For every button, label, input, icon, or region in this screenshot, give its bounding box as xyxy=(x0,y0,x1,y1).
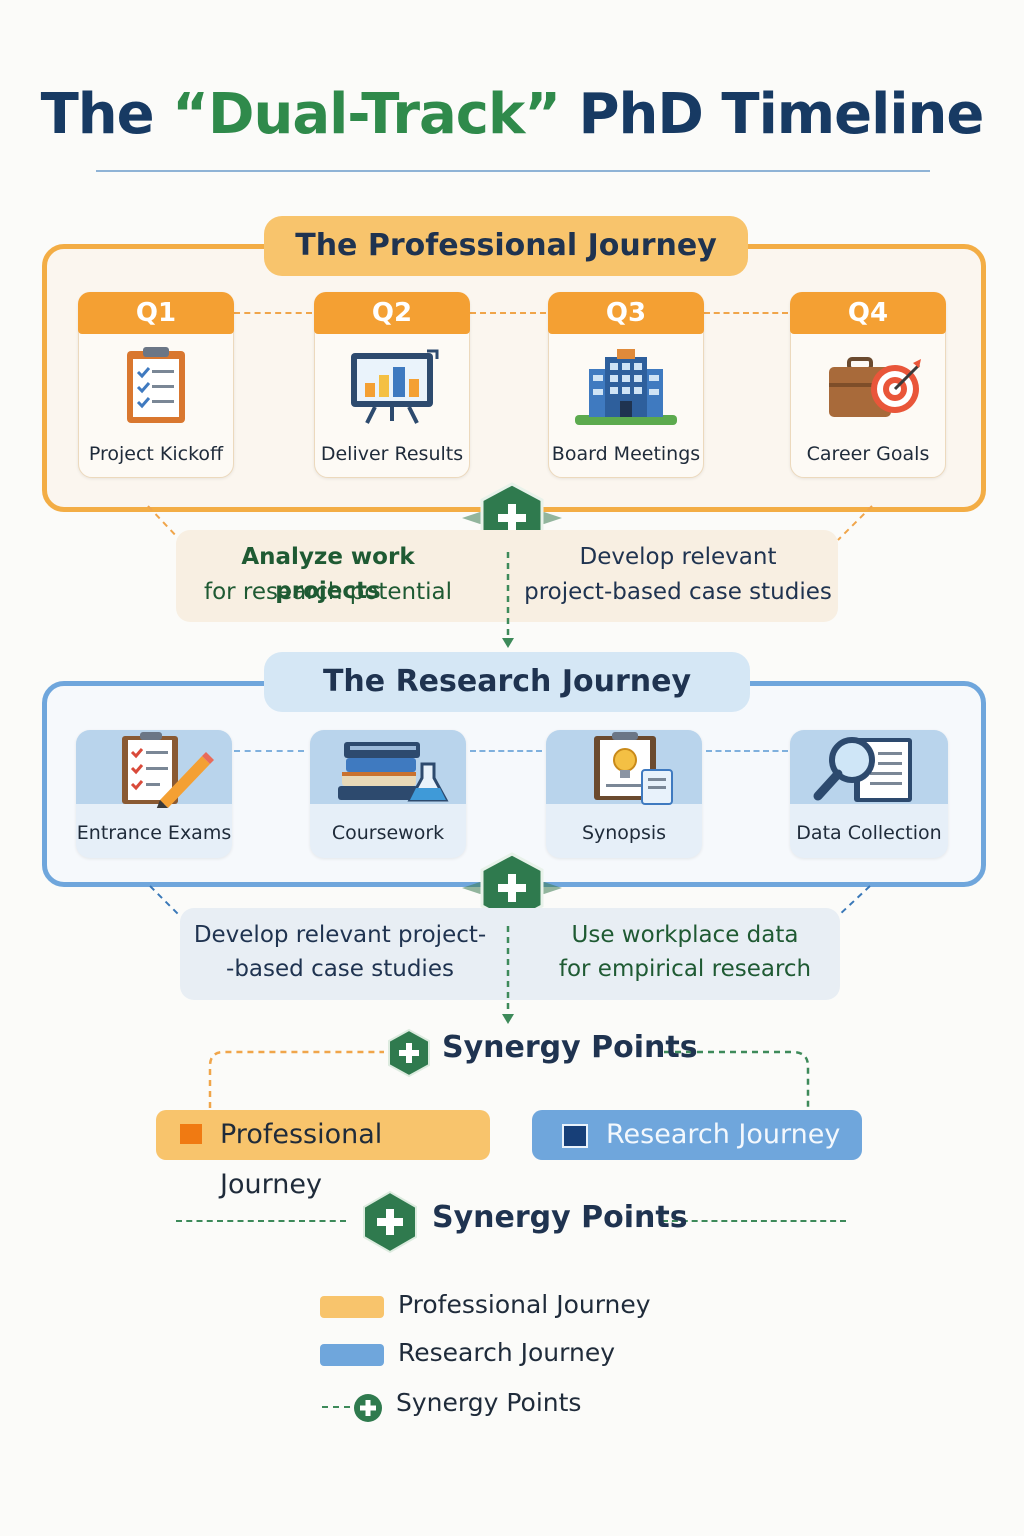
quarter-label: Q1 xyxy=(78,292,234,334)
blue-swatch xyxy=(562,1124,588,1148)
stage-caption: Coursework xyxy=(331,822,445,844)
dashed-rule xyxy=(662,1220,846,1222)
quarter-label: Q2 xyxy=(314,292,470,334)
books-flask-icon xyxy=(310,730,466,808)
quarter-card-q3: Q3 Board Meetings xyxy=(548,292,704,478)
research-card-coursework: Coursework xyxy=(310,730,466,858)
quarter-card-q2: Q2 Deliver Results xyxy=(314,292,470,478)
note-right-line1: Develop relevant xyxy=(579,544,777,570)
research-synergy-notes xyxy=(180,908,840,1000)
quarter-label: Q4 xyxy=(790,292,946,334)
research-journey-title: The Research Journey xyxy=(264,652,750,712)
quarter-connector xyxy=(234,312,312,314)
down-arrow-icon xyxy=(502,552,514,648)
research-journey-legend-button: Research Journey xyxy=(532,1110,862,1160)
quarter-connector xyxy=(470,312,546,314)
synergy-plus-icon xyxy=(354,1394,382,1422)
lightbulb-document-icon xyxy=(546,730,702,808)
quarter-caption: Deliver Results xyxy=(320,443,464,465)
research-card-synopsis: Synopsis xyxy=(546,730,702,858)
research-swatch xyxy=(320,1344,384,1366)
synergy-points-label: Synergy Points xyxy=(442,1030,698,1065)
stage-connector xyxy=(470,750,542,752)
note-left-line1: Develop relevant project- xyxy=(193,922,487,948)
stage-caption: Entrance Exams xyxy=(76,822,232,844)
synergy-points-label: Synergy Points xyxy=(432,1200,688,1235)
dashed-rule xyxy=(176,1220,346,1222)
page-title: The “Dual-Track” PhD Timeline xyxy=(40,82,985,147)
research-card-entrance-exams: Entrance Exams xyxy=(76,730,232,858)
stage-caption: Synopsis xyxy=(581,822,667,844)
quarter-caption: Project Kickoff xyxy=(88,443,224,465)
synergy-plus-icon xyxy=(388,1028,430,1078)
stage-connector xyxy=(706,750,788,752)
office-building-icon xyxy=(549,345,703,427)
down-arrow-icon xyxy=(502,926,514,1024)
legend-label: Research Journey xyxy=(606,1119,841,1150)
quarter-caption: Board Meetings xyxy=(551,443,701,465)
presentation-chart-icon xyxy=(315,345,469,427)
clipboard-checklist-icon xyxy=(79,345,233,427)
note-left-line2: for research potential xyxy=(203,579,453,605)
magnifier-book-icon xyxy=(790,730,948,808)
quarter-card-q1: Q1 Project Kickoff xyxy=(78,292,234,478)
professional-swatch xyxy=(320,1296,384,1318)
note-left-line2: -based case studies xyxy=(226,956,454,982)
professional-journey-legend-button: Professional Journey xyxy=(156,1110,490,1200)
stage-caption: Data Collection xyxy=(796,822,942,844)
synergy-dash-swatch xyxy=(322,1406,350,1408)
exam-paper-pencil-icon xyxy=(76,730,232,810)
note-left-line1: Analyze work projects xyxy=(241,544,415,604)
synergy-plus-icon xyxy=(363,1190,417,1254)
legend-research-label: Research Journey xyxy=(398,1338,615,1367)
legend-professional-label: Professional Journey xyxy=(398,1290,651,1319)
synergy-plus-icon xyxy=(462,852,562,924)
note-right-line1: Use workplace data xyxy=(571,922,799,948)
note-right-line2: project-based case studies xyxy=(524,579,832,605)
title-divider xyxy=(96,170,930,172)
professional-journey-title: The Professional Journey xyxy=(264,216,748,276)
research-card-data-collection: Data Collection xyxy=(790,730,948,858)
note-connector-lines xyxy=(149,885,871,917)
legend-label: Professional Journey xyxy=(220,1119,383,1200)
quarter-card-q4: Q4 Career Goals xyxy=(790,292,946,478)
stage-connector xyxy=(234,750,304,752)
quarter-connector xyxy=(704,312,788,314)
note-right-line2: for empirical research xyxy=(558,956,812,982)
quarter-label: Q3 xyxy=(548,292,704,334)
legend-synergy-label: Synergy Points xyxy=(396,1388,582,1417)
quarter-caption: Career Goals xyxy=(806,443,930,465)
orange-swatch xyxy=(180,1124,202,1144)
briefcase-target-icon xyxy=(791,345,945,427)
